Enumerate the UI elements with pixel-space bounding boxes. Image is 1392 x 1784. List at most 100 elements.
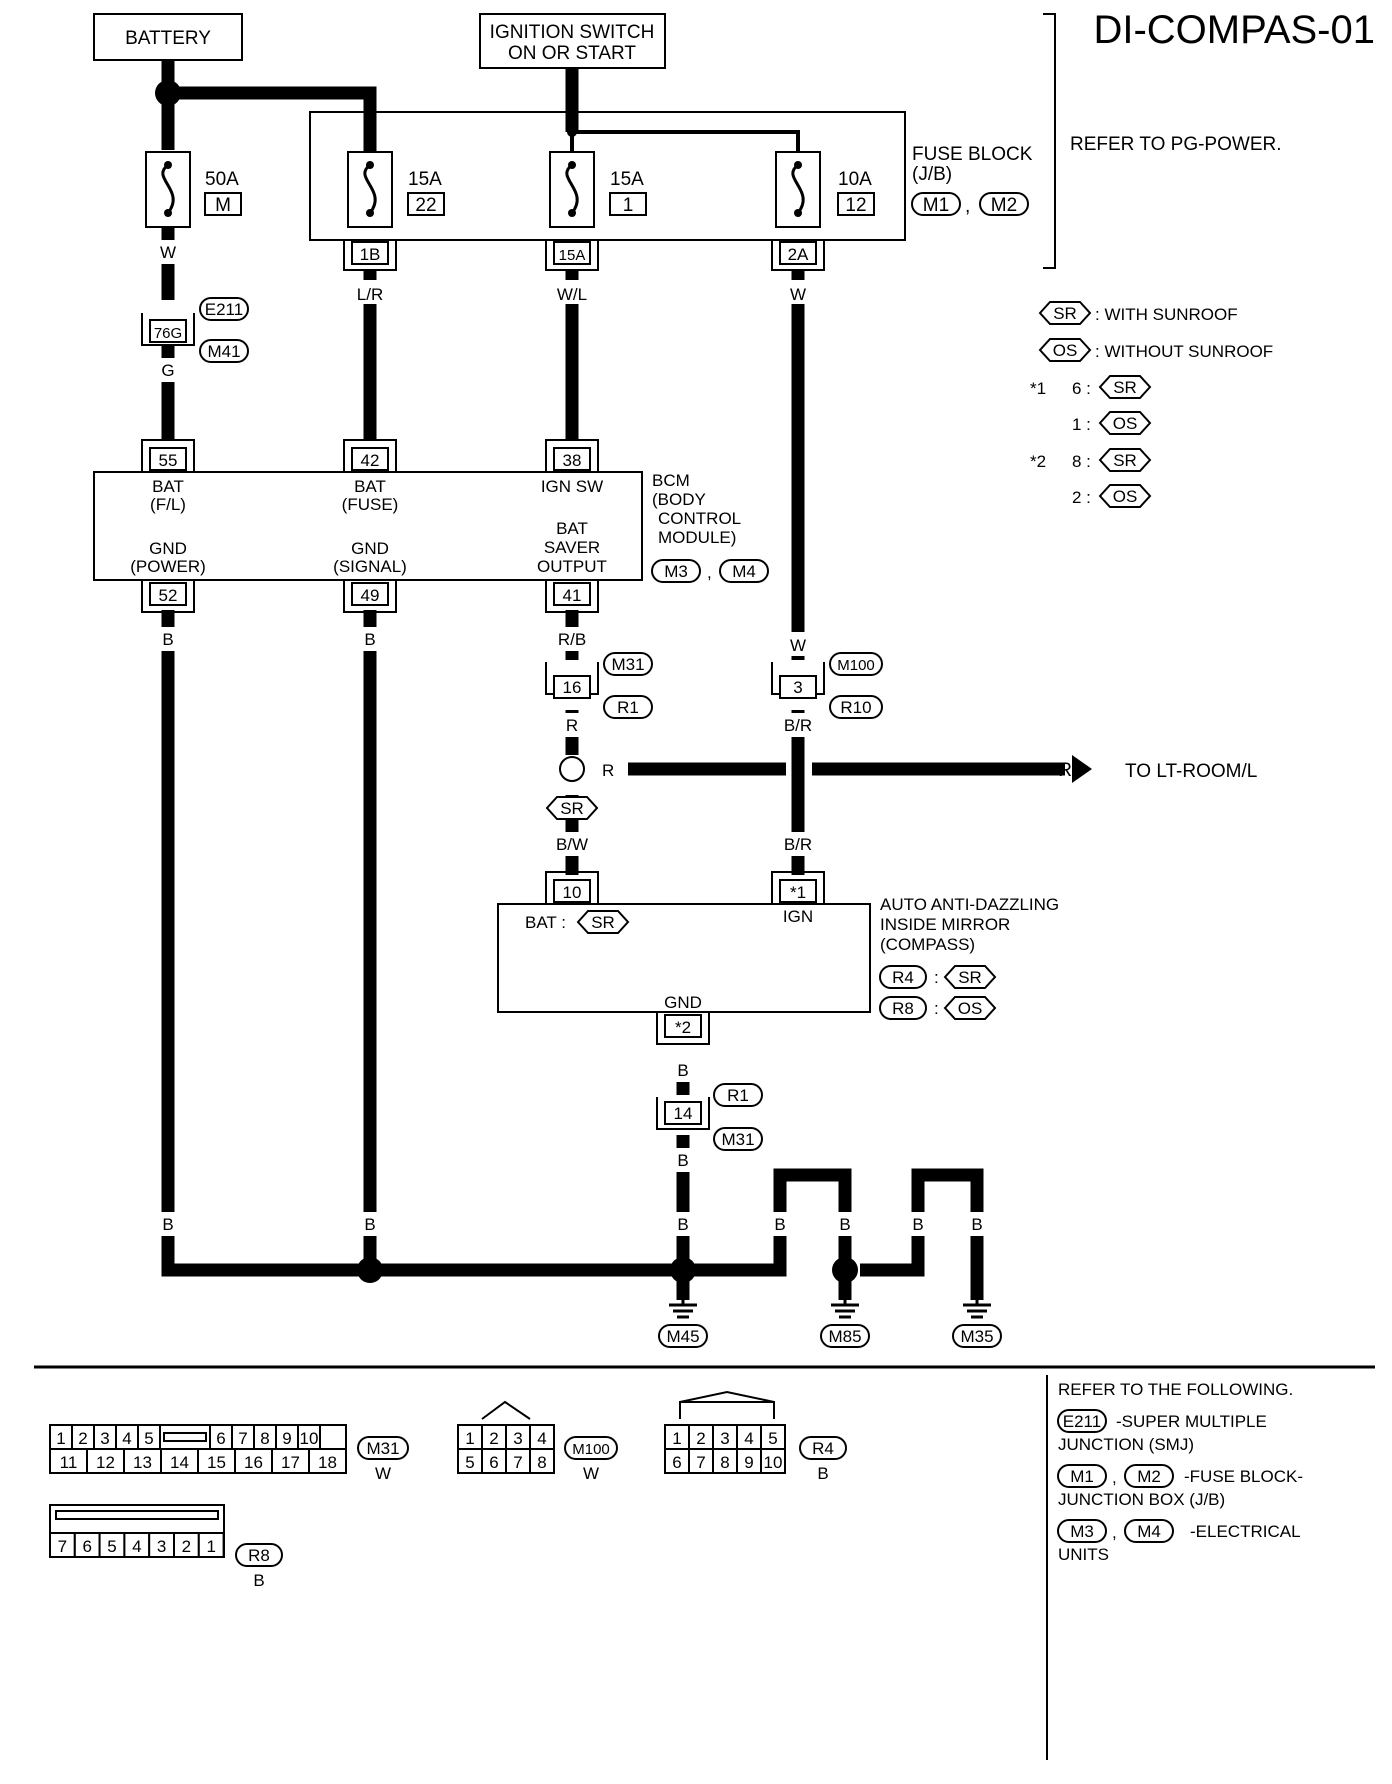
svg-text:R4: R4: [812, 1439, 834, 1458]
svg-text:B: B: [253, 1571, 264, 1590]
ground-wire-labels: B B B B B B B: [155, 1212, 990, 1236]
wire-color-w2: W: [790, 285, 806, 304]
svg-text:M45: M45: [666, 1327, 699, 1346]
ground-m35: M35: [952, 1300, 1002, 1348]
svg-text:M: M: [215, 195, 231, 216]
svg-text:10: 10: [563, 883, 582, 902]
svg-text:R8: R8: [892, 999, 914, 1018]
svg-text:AUTO ANTI-DAZZLING: AUTO ANTI-DAZZLING: [880, 895, 1059, 914]
wire-color-g: G: [161, 361, 174, 380]
svg-text:M1: M1: [923, 195, 949, 216]
svg-text:B: B: [912, 1215, 923, 1234]
svg-text:OUTPUT: OUTPUT: [537, 557, 607, 576]
legend: SR : WITH SUNROOF OS : WITHOUT SUNROOF: [1038, 301, 1273, 362]
svg-text:,: ,: [1112, 1523, 1117, 1542]
svg-text:B: B: [839, 1215, 850, 1234]
fuse-terminal-1b: 1B: [343, 240, 397, 271]
svg-text:M31: M31: [366, 1439, 399, 1458]
notes: *1 6 : SR 1 : OS *2 8 : SR 2 : OS: [1030, 375, 1152, 508]
m100-pin-label: 5: [465, 1453, 474, 1472]
svg-text:(SIGNAL): (SIGNAL): [333, 557, 407, 576]
svg-text:R1: R1: [727, 1086, 749, 1105]
svg-text:M4: M4: [732, 562, 756, 581]
ignition-label-1: IGNITION SWITCH: [490, 22, 655, 43]
svg-text:M100: M100: [837, 657, 875, 674]
svg-text:E211: E211: [1063, 1412, 1101, 1431]
to-room-label: TO LT-ROOM/L: [1125, 761, 1257, 782]
svg-text:M100: M100: [572, 1441, 610, 1458]
r8-pin-label: 6: [82, 1537, 91, 1556]
svg-text:3: 3: [793, 678, 802, 697]
m31-pin-label: 17: [281, 1453, 300, 1472]
svg-text:(COMPASS): (COMPASS): [880, 935, 975, 954]
svg-text:,: ,: [1112, 1468, 1117, 1487]
svg-text:15A: 15A: [408, 169, 442, 190]
bcm-box: [93, 471, 643, 581]
svg-text:UNITS: UNITS: [1058, 1545, 1109, 1564]
svg-text:M2: M2: [991, 195, 1017, 216]
r8-cell: [148, 1532, 175, 1558]
fuse-15a-22: 15A 22: [347, 151, 445, 228]
svg-text:GND: GND: [664, 993, 702, 1012]
svg-text:16: 16: [563, 678, 582, 697]
m31-pin-label: 13: [133, 1453, 152, 1472]
r8-pin-label: 1: [206, 1537, 215, 1556]
svg-text:M1: M1: [1070, 1467, 1094, 1486]
svg-text:CONTROL: CONTROL: [658, 509, 741, 528]
svg-text:,: ,: [707, 563, 712, 582]
svg-text:R10: R10: [840, 698, 871, 717]
m31-cell: [308, 1448, 347, 1474]
svg-text:15A: 15A: [559, 247, 586, 264]
ground-m45: M45: [658, 1283, 708, 1348]
wire-color-b-14: B: [677, 1151, 688, 1170]
r4-pin-label: 9: [744, 1453, 753, 1472]
svg-text:(F/L): (F/L): [150, 495, 186, 514]
svg-text:SAVER: SAVER: [544, 538, 600, 557]
r4-pin-label: 1: [672, 1429, 681, 1448]
r4-pin-label: 2: [696, 1429, 705, 1448]
svg-text:BAT: BAT: [152, 477, 184, 496]
r8-pin-label: 2: [182, 1537, 191, 1556]
m31-cell: [49, 1448, 88, 1474]
svg-text:INSIDE MIRROR: INSIDE MIRROR: [880, 915, 1010, 934]
battery-label: BATTERY: [125, 28, 211, 49]
r4-cell: [760, 1448, 786, 1474]
r8-pin-label: 5: [107, 1537, 116, 1556]
r8-cell: [98, 1532, 126, 1558]
svg-text:1B: 1B: [360, 245, 381, 264]
svg-text:41: 41: [563, 586, 582, 605]
r8-cell: [73, 1532, 101, 1558]
wire-color-r-right: R: [602, 761, 614, 780]
m100-pin-label: 3: [513, 1429, 522, 1448]
refer-following: REFER TO THE FOLLOWING. E211 -SUPER MULT…: [1057, 1380, 1303, 1564]
m31-pin-label: 15: [207, 1453, 226, 1472]
r8-pin-label: 7: [58, 1537, 67, 1556]
svg-text:BAT :: BAT :: [525, 913, 566, 932]
svg-text:49: 49: [361, 586, 380, 605]
wire-color-b-mirror: B: [677, 1061, 688, 1080]
svg-text:-SUPER MULTIPLE: -SUPER MULTIPLE: [1116, 1412, 1267, 1431]
m31-pin-label: 9: [282, 1429, 291, 1448]
m31-pin-label: 14: [170, 1453, 189, 1472]
svg-text:1: 1: [623, 195, 634, 216]
wire-color-rb: R/B: [558, 630, 586, 649]
connector-16: 16 M31 R1: [545, 652, 653, 719]
refer-power-text: REFER TO PG-POWER.: [1070, 134, 1282, 155]
m100-pin-label: 1: [465, 1429, 474, 1448]
svg-text:W: W: [375, 1464, 391, 1483]
m100-cell: [529, 1448, 555, 1474]
svg-text:M3: M3: [664, 562, 688, 581]
m31-pin-label: 18: [318, 1453, 337, 1472]
wire-color-b-gndsignal: B: [364, 630, 375, 649]
svg-text:: WITHOUT SUNROOF: : WITHOUT SUNROOF: [1095, 342, 1273, 361]
svg-text:E211: E211: [205, 300, 243, 319]
bcm-name: BCM (BODY CONTROL MODULE) M3 , M4: [651, 471, 769, 583]
svg-text::: :: [934, 999, 939, 1018]
svg-text:BAT: BAT: [556, 519, 588, 538]
svg-text:SR: SR: [591, 913, 615, 932]
r4-pin-label: 10: [764, 1453, 783, 1472]
wire-color-r-down: R: [566, 716, 578, 735]
svg-text:*1: *1: [790, 883, 806, 902]
m100-cell: [457, 1424, 483, 1450]
r4-cell: [688, 1424, 714, 1450]
